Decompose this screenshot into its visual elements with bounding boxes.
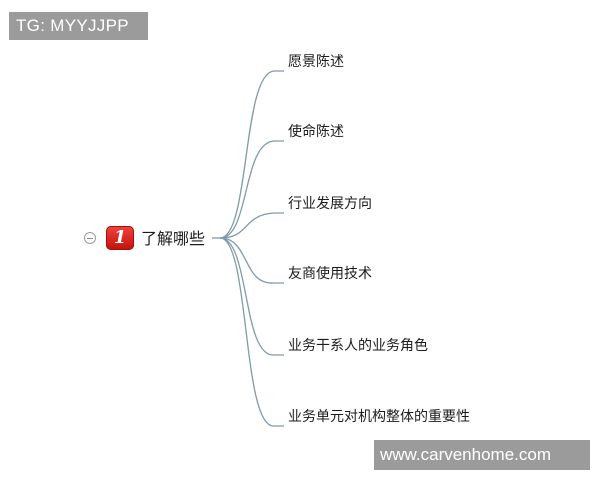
- branch-connector-1: [219, 70, 284, 239]
- branch-connector-5: [219, 237, 284, 356]
- collapse-toggle-icon[interactable]: [84, 232, 96, 244]
- branch-connector-3: [219, 212, 284, 239]
- mindmap-panel: [86, 40, 514, 438]
- branch-node-unit-importance[interactable]: 业务单元对机构整体的重要性: [288, 409, 470, 425]
- branch-node-competitor-tech[interactable]: 友商使用技术: [288, 266, 372, 282]
- branch-node-mission[interactable]: 使命陈述: [288, 124, 344, 140]
- branch-connector-2: [219, 140, 284, 239]
- root-number-badge: 1: [106, 226, 134, 250]
- branch-node-industry-trend[interactable]: 行业发展方向: [288, 196, 372, 212]
- watermark-bottom: www.carvenhome.com: [374, 440, 590, 470]
- branch-node-stakeholder-roles[interactable]: 业务干系人的业务角色: [288, 338, 428, 354]
- branch-connector-4: [219, 237, 284, 284]
- branch-connector-6: [219, 237, 284, 427]
- watermark-top: TG: MYYJJPP: [9, 12, 148, 40]
- root-node-label[interactable]: 了解哪些: [141, 229, 206, 248]
- branch-node-vision[interactable]: 愿景陈述: [288, 54, 344, 70]
